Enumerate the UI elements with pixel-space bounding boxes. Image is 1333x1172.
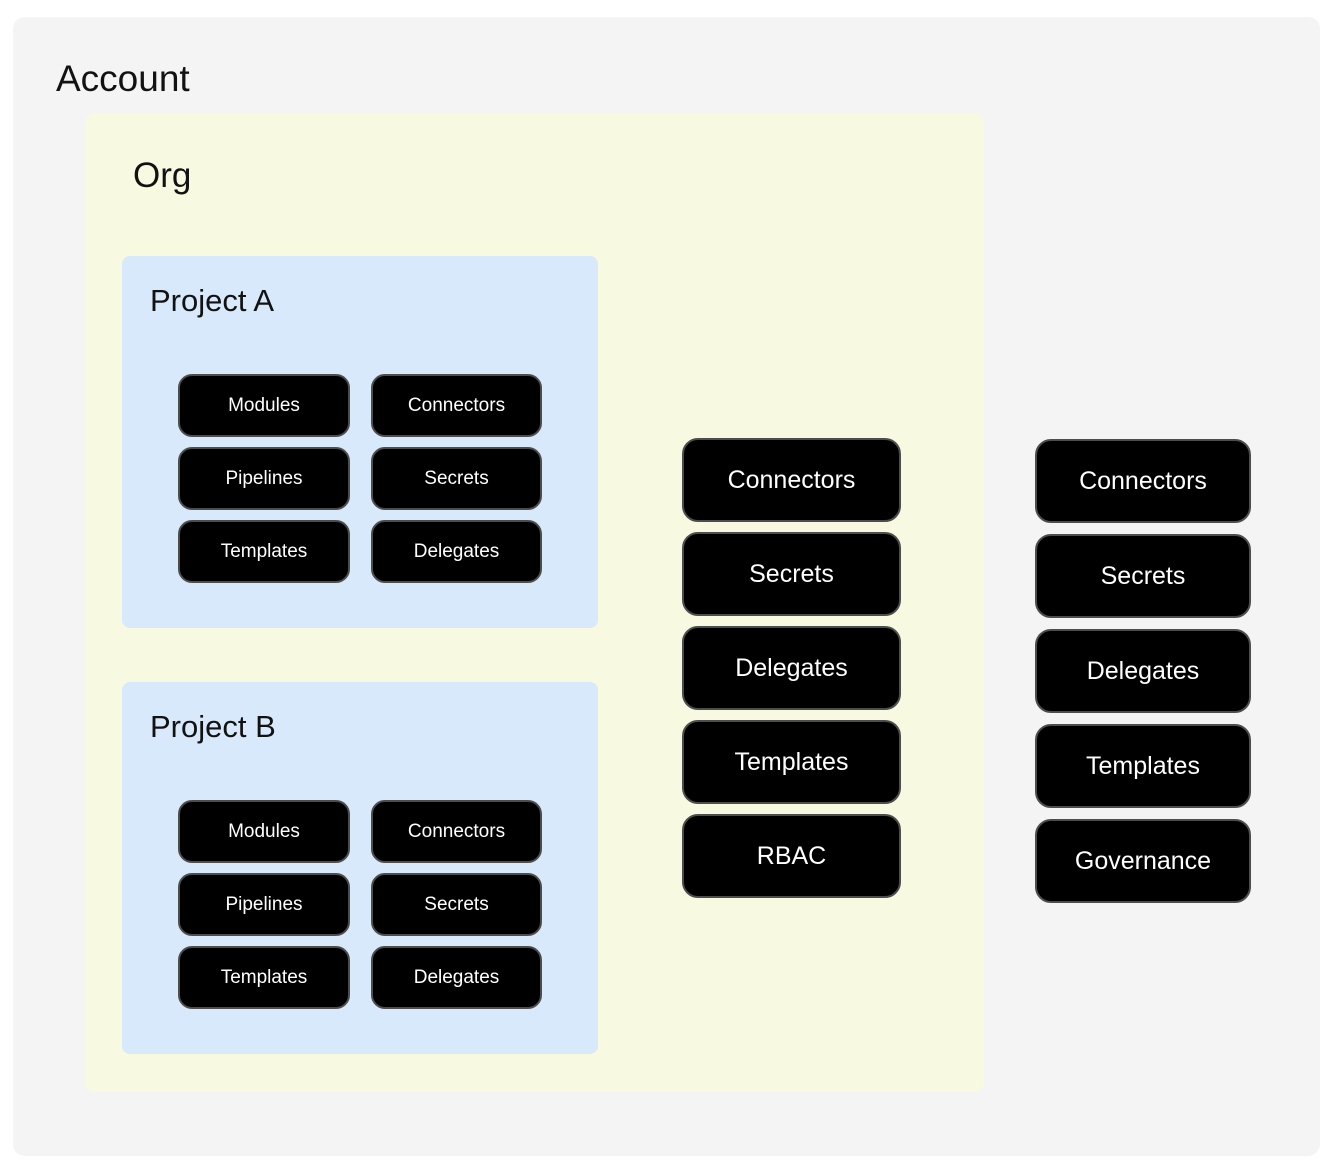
org-node-column: Connectors Secrets Delegates Templates R… [682, 438, 901, 898]
node-project-b-pipelines: Pipelines [178, 873, 350, 936]
node-project-a-secrets: Secrets [371, 447, 542, 510]
org-title: Org [133, 156, 192, 195]
project-b-title: Project B [150, 709, 276, 744]
node-account-templates: Templates [1035, 724, 1251, 808]
node-project-a-modules: Modules [178, 374, 350, 437]
node-org-rbac: RBAC [682, 814, 901, 898]
node-project-a-pipelines: Pipelines [178, 447, 350, 510]
project-b-container: Project B Modules Connectors Pipelines S… [122, 682, 598, 1054]
node-org-connectors: Connectors [682, 438, 901, 522]
node-project-b-modules: Modules [178, 800, 350, 863]
node-org-templates: Templates [682, 720, 901, 804]
node-project-a-connectors: Connectors [371, 374, 542, 437]
node-account-secrets: Secrets [1035, 534, 1251, 618]
project-a-node-grid: Modules Connectors Pipelines Secrets Tem… [178, 374, 542, 583]
node-project-b-delegates: Delegates [371, 946, 542, 1009]
node-org-delegates: Delegates [682, 626, 901, 710]
node-project-a-templates: Templates [178, 520, 350, 583]
node-org-secrets: Secrets [682, 532, 901, 616]
project-a-container: Project A Modules Connectors Pipelines S… [122, 256, 598, 628]
node-project-b-templates: Templates [178, 946, 350, 1009]
project-a-title: Project A [150, 283, 275, 318]
account-container: Account Org Project A Modules Connectors… [13, 17, 1320, 1156]
account-title: Account [56, 58, 190, 99]
node-account-delegates: Delegates [1035, 629, 1251, 713]
org-container: Org Project A Modules Connectors Pipelin… [85, 113, 984, 1092]
node-account-connectors: Connectors [1035, 439, 1251, 523]
node-project-a-delegates: Delegates [371, 520, 542, 583]
node-account-governance: Governance [1035, 819, 1251, 903]
node-project-b-secrets: Secrets [371, 873, 542, 936]
node-project-b-connectors: Connectors [371, 800, 542, 863]
project-b-node-grid: Modules Connectors Pipelines Secrets Tem… [178, 800, 542, 1009]
account-node-column: Connectors Secrets Delegates Templates G… [1035, 439, 1251, 903]
